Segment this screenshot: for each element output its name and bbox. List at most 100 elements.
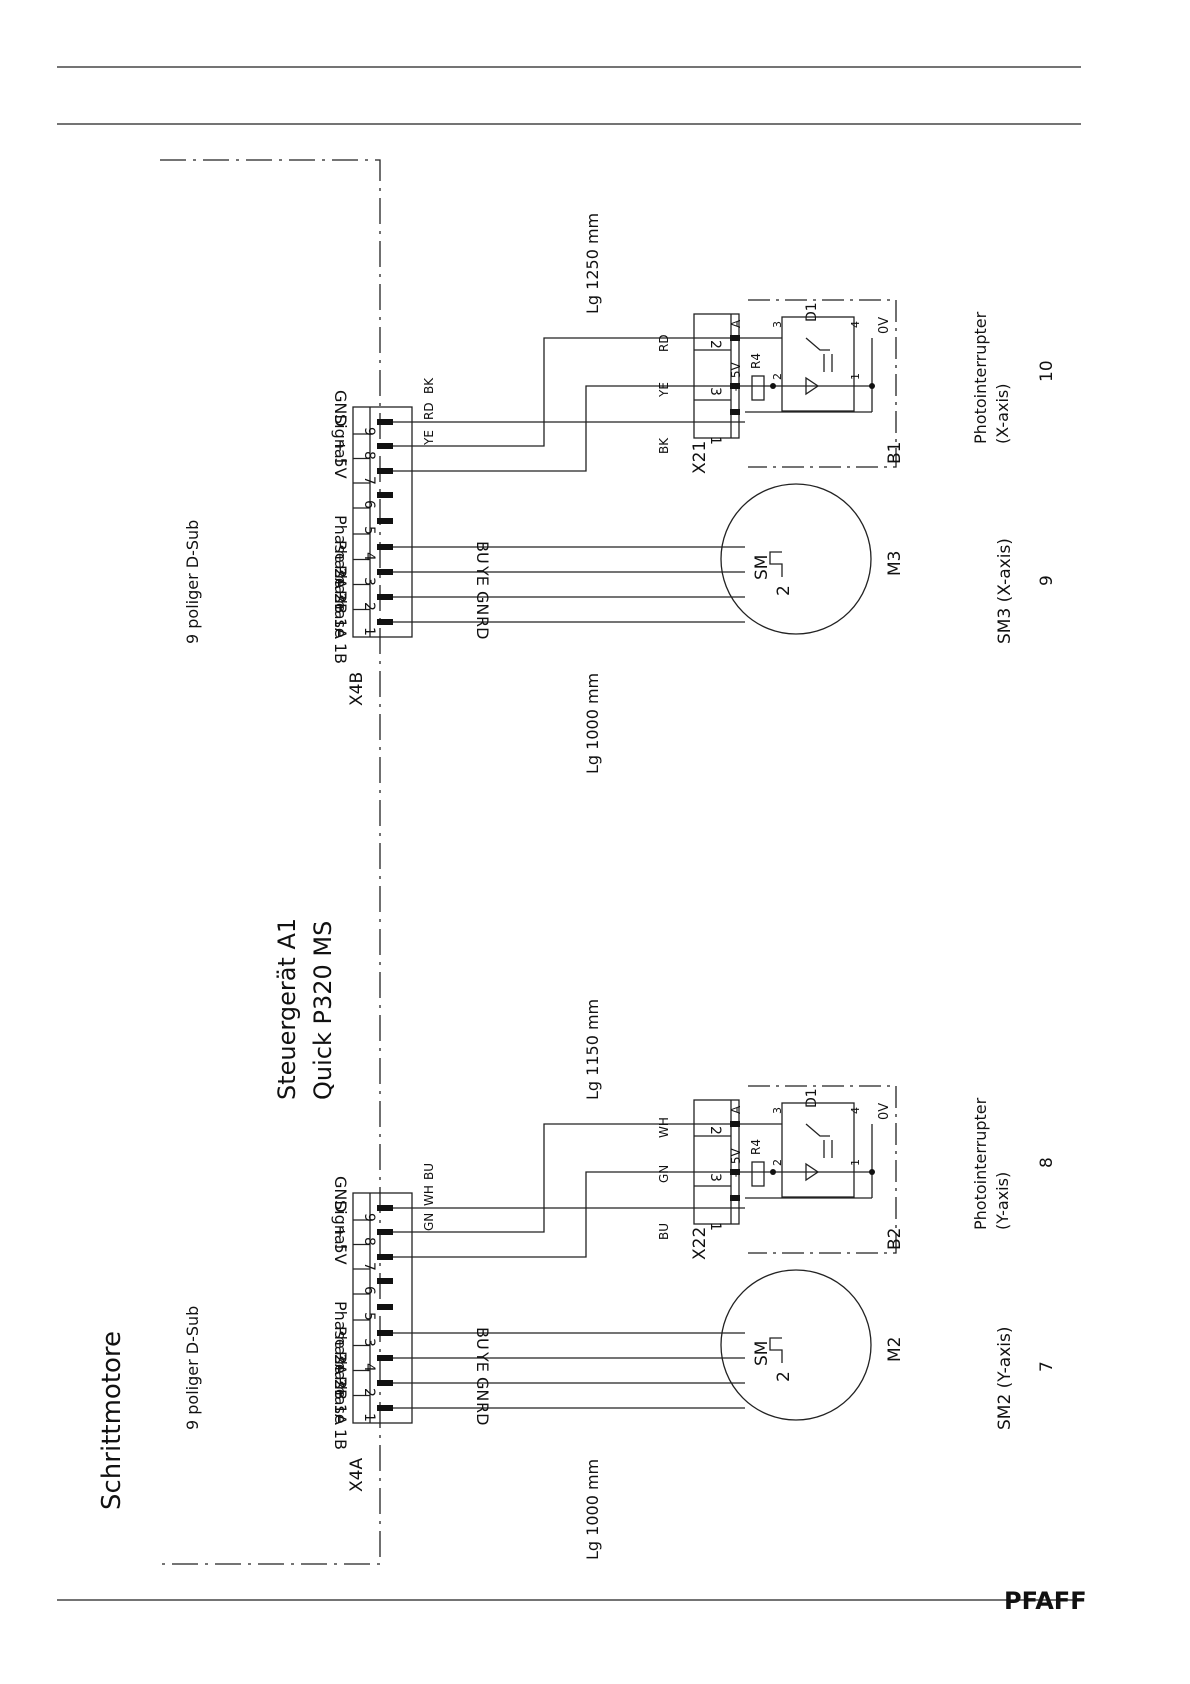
- sensor-zero-volt: 0V: [877, 317, 892, 334]
- step-symbol: [769, 551, 783, 577]
- connector-label: X4A: [347, 1458, 367, 1492]
- sensor-plug-contact: [730, 409, 740, 415]
- dsub-contact: [377, 1205, 393, 1211]
- sensor-plug-contact: [730, 1121, 740, 1127]
- dsub-pin-label: Phase 2A: [331, 515, 350, 589]
- led-symbol: [805, 376, 820, 396]
- dsub-pin-label: Signal: [331, 1200, 350, 1249]
- dsub-pin-number: 3: [361, 577, 377, 586]
- sensor-plug-contact: [730, 335, 740, 341]
- sensor-boundary: [748, 299, 897, 468]
- dsub-pin-number: 9: [361, 427, 377, 436]
- dsub-pin-number: 6: [361, 500, 377, 509]
- sensor-node-number: 1: [849, 1159, 862, 1166]
- dsub-pin-number: 8: [361, 1237, 377, 1246]
- sensor-box-label: B2: [885, 1228, 905, 1250]
- motor-wire-color: RD: [473, 616, 492, 639]
- dsub-pin-label: Phase 1B: [331, 1376, 350, 1450]
- sensor-wire-5v: [393, 385, 745, 472]
- sensor-plug-contact: [730, 383, 740, 389]
- sensor-plug-label: X22: [690, 1227, 710, 1260]
- dsub-pin-label: Phase 1A: [331, 565, 350, 639]
- dsub-connector-body: [352, 406, 413, 638]
- motor-wire-color: BU: [473, 541, 492, 564]
- sensor-device-label: D1: [804, 1088, 820, 1108]
- resistor-label: R4: [749, 353, 763, 369]
- sensor-caption-axis: (X-axis): [993, 384, 1012, 444]
- dsub-pin-number: 7: [361, 1262, 377, 1271]
- sensor-plug-contact: [730, 1195, 740, 1201]
- dsub-pin-label: Phase 2B: [331, 540, 350, 614]
- photointerrupter-body: [781, 1102, 855, 1198]
- dsub-pin-number: 7: [361, 476, 377, 485]
- dsub-pin-label: + 5V: [331, 1225, 350, 1265]
- sensor-wire-color-near: RD: [422, 402, 436, 420]
- sensor-node-number: 4: [849, 1107, 862, 1114]
- sensor-caption: Photointerrupter: [971, 311, 990, 444]
- dsub-contact: [377, 419, 393, 425]
- sensor-wire-color-near: YE: [422, 430, 436, 446]
- motor-wire-color: YE: [473, 1351, 492, 1372]
- sensor-node-number: 3: [771, 321, 784, 328]
- dsub-pin-label: GND: [331, 1176, 350, 1213]
- dsub-contact: [377, 1330, 393, 1336]
- dsub-contact: [377, 492, 393, 498]
- sensor-plug-label: X21: [690, 441, 710, 474]
- title: Schrittmotore: [97, 1331, 127, 1510]
- sensor-plug-pin: 1: [707, 436, 723, 445]
- sensor-wire-color-plug: GN: [657, 1165, 671, 1183]
- junction-dot: [869, 383, 875, 389]
- dsub-pin-number: 5: [361, 1312, 377, 1321]
- motor-name: M2: [885, 1337, 905, 1362]
- phototransistor-symbol: [805, 337, 830, 351]
- motor-page-number: 7: [1037, 1361, 1057, 1372]
- dsub-pin-label: GND: [331, 390, 350, 427]
- motor-caption: SM3 (X-axis): [995, 538, 1015, 644]
- dsub-pin-number: 9: [361, 1213, 377, 1222]
- sensor-page-number: 10: [1037, 360, 1057, 382]
- dsub-contact: [377, 443, 393, 449]
- sensor-node-number: 2: [771, 373, 784, 380]
- sensor-wire-color-near: GN: [422, 1213, 436, 1231]
- resistor-label: R4: [749, 1139, 763, 1155]
- sensor-wire-color-near: BU: [422, 1163, 436, 1180]
- resistor-r4: [751, 375, 765, 401]
- motor-step-label: 2: [774, 1371, 794, 1382]
- led-symbol: [805, 1162, 820, 1182]
- dsub-contact: [377, 594, 393, 600]
- sensor-pin-a: A: [729, 1105, 743, 1114]
- pfaff-logo: PFAFF: [1004, 1587, 1087, 1615]
- motor-wire-color: BU: [473, 1327, 492, 1350]
- junction-dot: [869, 1169, 875, 1175]
- sensor-caption: Photointerrupter: [971, 1097, 990, 1230]
- dsub-pin-label: + 5V: [331, 439, 350, 479]
- dsub-contact: [377, 1304, 393, 1310]
- sensor-zero-volt: 0V: [877, 1103, 892, 1120]
- sensor-wire-color-near: WH: [422, 1185, 436, 1206]
- motor-page-number: 9: [1037, 575, 1057, 586]
- sensor-pin-a: A: [729, 319, 743, 328]
- stepper-motor: [720, 1269, 872, 1421]
- sensor-wire-signal: [393, 337, 745, 447]
- dsub-pin-label: Phase 2B: [331, 1326, 350, 1400]
- dsub-pin-number: 3: [361, 1338, 377, 1347]
- dsub-pin-label: Signal: [331, 414, 350, 463]
- dsub-contact: [377, 518, 393, 524]
- sensor-wire-color-plug: WH: [657, 1117, 671, 1138]
- sensor-plug-pin: 3: [707, 1173, 723, 1182]
- dsub-pin-number: 1: [361, 1413, 377, 1422]
- dsub-contact: [377, 1254, 393, 1260]
- sensor-node-number: 1: [849, 373, 862, 380]
- motor-sm-label: SM: [752, 1341, 772, 1366]
- sensor-wire-color-plug: RD: [657, 334, 671, 352]
- dsub-pin-label: Phase 1A: [331, 1351, 350, 1425]
- sensor-cable-length: Lg 1250 mm: [583, 213, 602, 314]
- controller-model: Quick P320 MS: [309, 921, 337, 1100]
- sensor-plug-pin: 1: [707, 1222, 723, 1231]
- motor-cable-length: Lg 1000 mm: [583, 1459, 602, 1560]
- sensor-plug-pin: 3: [707, 387, 723, 396]
- motor-cable-length: Lg 1000 mm: [583, 673, 602, 774]
- motor-step-label: 2: [774, 585, 794, 596]
